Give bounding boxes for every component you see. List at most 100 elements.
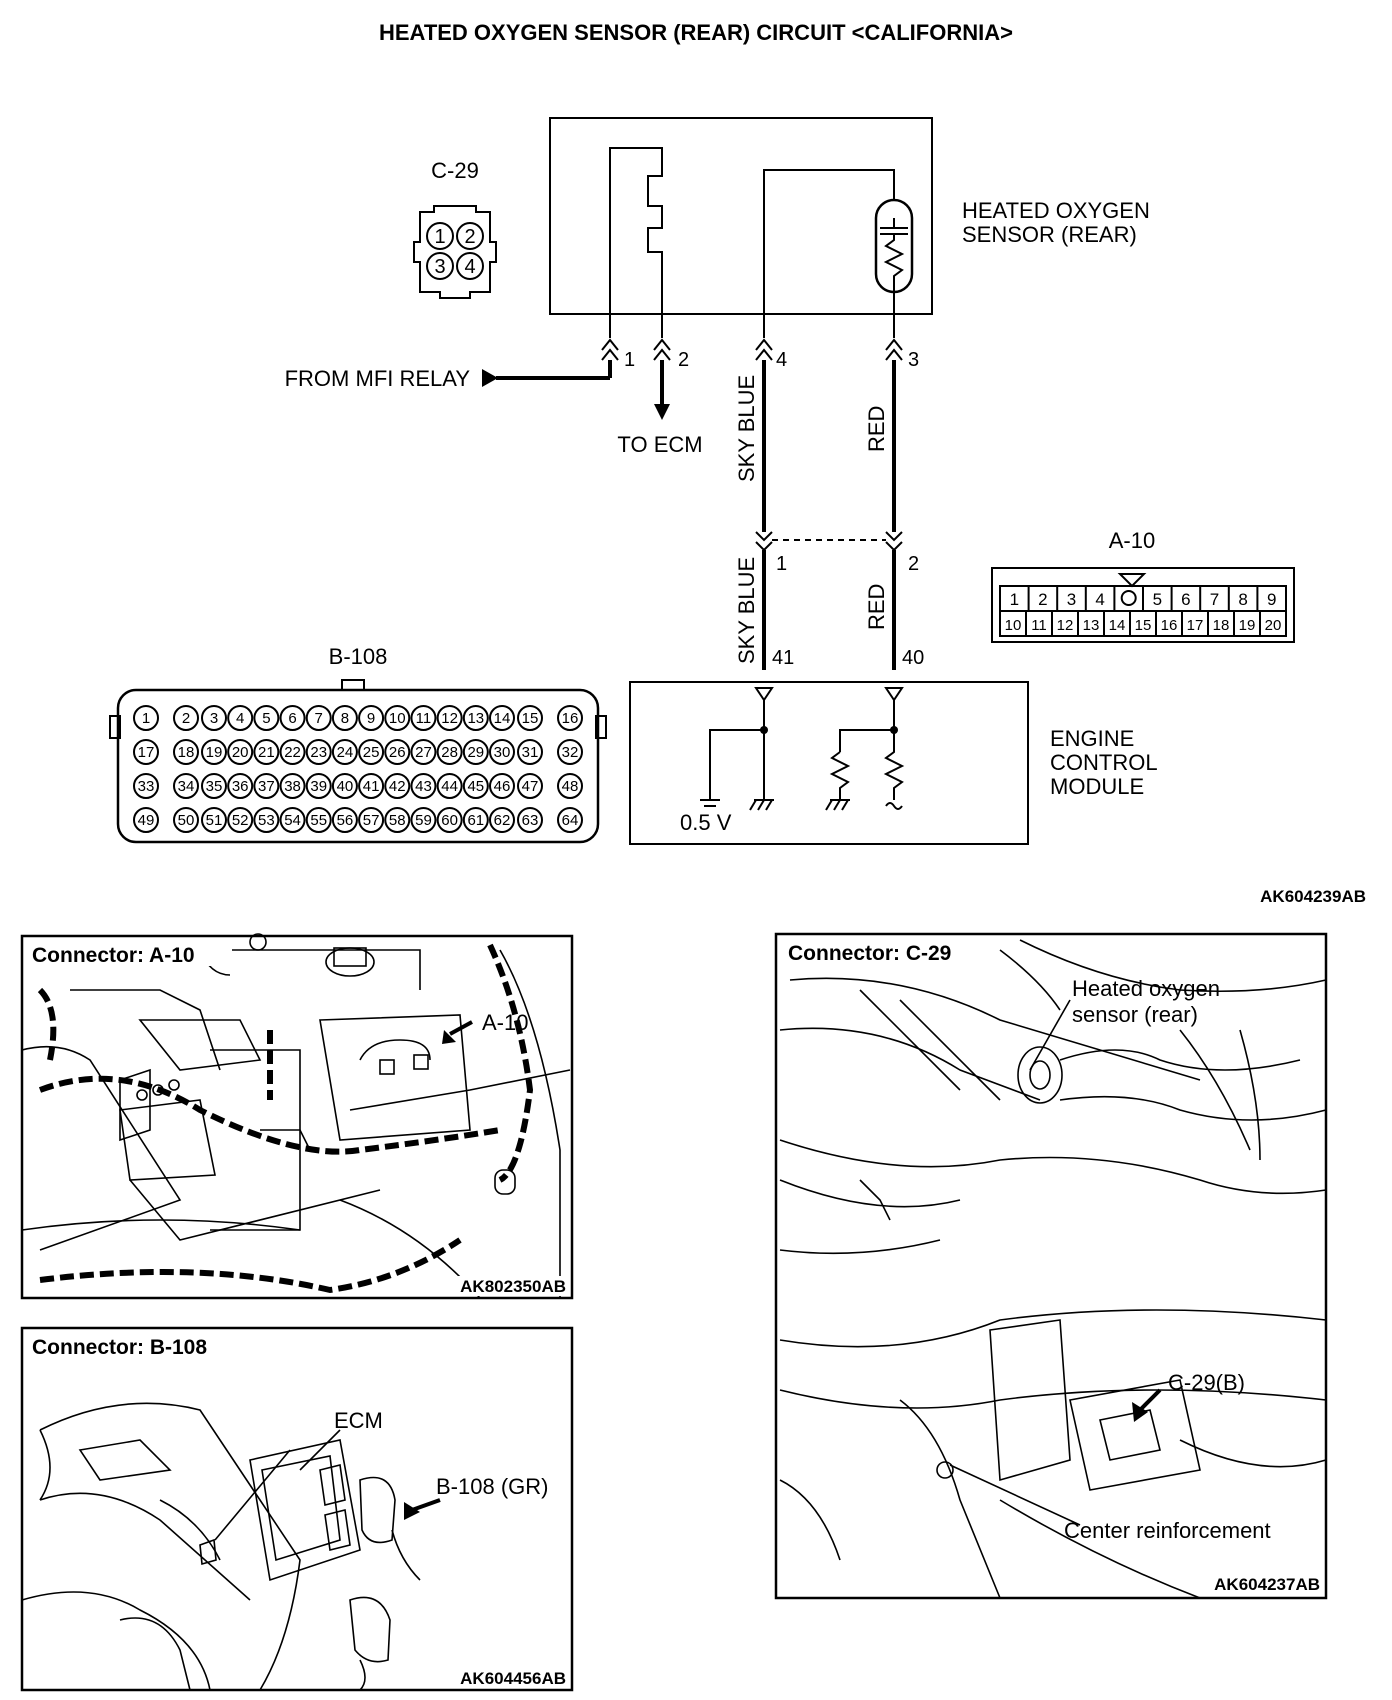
a10-cell-9: 9	[1267, 590, 1276, 609]
ecm-pin-40-label: 40	[902, 647, 924, 669]
diagram-title: HEATED OXYGEN SENSOR (REAR) CIRCUIT <CAL…	[379, 20, 1013, 45]
figure-code: AK604239AB	[1260, 887, 1366, 906]
b108-pin-circle	[557, 739, 583, 765]
b108-pin-circle	[462, 807, 489, 833]
b108-connector-label: B-108	[329, 644, 388, 669]
b108-pin-34: 34	[178, 778, 195, 795]
b108-pin-circle	[358, 705, 385, 731]
b108-pin-circle	[201, 773, 227, 799]
b108-pin-13: 13	[467, 710, 484, 727]
a10-pin-1-label: 1	[776, 553, 787, 575]
sensor-label-line2: SENSOR (REAR)	[962, 222, 1137, 247]
to-ecm-arrow-icon	[654, 404, 670, 420]
ecm-input-chevrons	[754, 687, 904, 702]
b108-pin-58: 58	[389, 812, 406, 829]
ecm-ground-icon-2	[825, 799, 850, 811]
b108-pin-40: 40	[337, 778, 354, 795]
a10-connector-label: A-10	[1109, 528, 1155, 553]
panel-connector-b108: ECM B-108 (GR) Connector: B-108 AK604456…	[20, 1326, 574, 1692]
b108-pin-27: 27	[415, 744, 432, 761]
c29-connector-label: C-29	[431, 158, 479, 183]
b108-panel-ecm-callout: ECM	[334, 1408, 383, 1433]
b108-pin-64: 64	[562, 812, 579, 829]
b108-pin-39: 39	[310, 778, 327, 795]
sensor-pin-1: 1	[624, 349, 635, 371]
a10-cell-6: 6	[1181, 590, 1190, 609]
b108-pin-circle	[489, 705, 515, 731]
b108-pin-12: 12	[441, 710, 458, 727]
a10-cell-20: 20	[1265, 617, 1282, 634]
sensor-box	[549, 117, 933, 315]
a10-cell-11: 11	[1031, 617, 1047, 634]
b108-pin-circle	[436, 773, 463, 799]
sensor-pin-3: 3	[908, 349, 919, 371]
b108-pin-11: 11	[416, 710, 432, 727]
panel-connector-c29: Heated oxygen sensor (rear) C-29(B) Cent…	[774, 932, 1328, 1600]
sensor-pin-4: 4	[776, 349, 787, 371]
b108-pin-19: 19	[206, 744, 223, 761]
b108-pin-circle	[517, 739, 543, 765]
b108-pin-circle	[279, 773, 306, 799]
b108-pin-29: 29	[467, 744, 484, 761]
mfi-relay-arrow-icon	[482, 369, 498, 387]
a10-cell-8: 8	[1238, 590, 1247, 609]
b108-pin-circle	[201, 807, 227, 833]
b108-pin-25: 25	[363, 744, 380, 761]
a10-cell-10: 10	[1005, 617, 1022, 634]
b108-pin-6: 6	[288, 710, 296, 727]
b108-pin-circle	[331, 807, 358, 833]
from-mfi-relay-label: FROM MFI RELAY	[285, 366, 471, 391]
b108-pin-circle	[305, 807, 332, 833]
ecm-resistor-a-icon	[829, 751, 851, 800]
b108-pin-49: 49	[138, 812, 155, 829]
b108-pin-63: 63	[522, 812, 539, 829]
b108-pin-54: 54	[284, 812, 301, 829]
c29-underbody-sketch	[779, 939, 1327, 1599]
a10-cell-18: 18	[1213, 617, 1230, 634]
b108-pin-circle	[227, 705, 254, 731]
c29-pin-4: 4	[464, 256, 475, 278]
b108-pin-5: 5	[262, 710, 270, 727]
b108-pin-circle	[253, 773, 280, 799]
b108-pin-9: 9	[367, 710, 375, 727]
b108-pin-4: 4	[236, 710, 244, 727]
b108-pin-circle	[462, 705, 489, 731]
b108-pin-2: 2	[182, 710, 190, 727]
b108-car-sketch	[21, 1402, 421, 1691]
b108-pin-41: 41	[363, 778, 380, 795]
b108-panel-title: Connector: B-108	[32, 1336, 207, 1359]
b108-pin-53: 53	[258, 812, 275, 829]
b108-pin-17: 17	[138, 744, 155, 761]
b108-pin-55: 55	[310, 812, 327, 829]
b108-pin-59: 59	[415, 812, 432, 829]
sensor-connector-chevrons	[601, 338, 903, 361]
b108-pin-circle	[410, 705, 437, 731]
b108-pin-3: 3	[210, 710, 218, 727]
c29-pin-2: 2	[464, 226, 475, 248]
b108-pin-16: 16	[562, 710, 579, 727]
b108-pin-8: 8	[341, 710, 349, 727]
b108-pin-61: 61	[467, 812, 484, 829]
b108-pin-circle	[410, 773, 437, 799]
sensor-lead	[763, 169, 895, 338]
b108-pin-21: 21	[258, 744, 275, 761]
b108-pin-circle	[133, 807, 159, 833]
b108-pin-circle	[331, 773, 358, 799]
ecm-pin-41-label: 41	[772, 647, 794, 669]
b108-pin-circle	[133, 739, 159, 765]
b108-pin-32: 32	[562, 744, 579, 761]
a10-connector-chevrons	[755, 531, 903, 552]
a10-cell-15: 15	[1135, 617, 1152, 634]
b108-pin-circle	[253, 739, 280, 765]
b108-pin-43: 43	[415, 778, 432, 795]
a10-cell-13: 13	[1083, 617, 1100, 634]
a10-cell-5: 5	[1153, 590, 1162, 609]
b108-pin-51: 51	[206, 812, 223, 829]
c29-panel-sensor-callout-line1: Heated oxygen	[1072, 976, 1220, 1001]
b108-pin-26: 26	[389, 744, 406, 761]
c29-panel-sensor-callout-line2: sensor (rear)	[1072, 1002, 1198, 1027]
a10-pin-2-label: 2	[908, 553, 919, 575]
c29-panel-reinforcement-callout: Center reinforcement	[1064, 1518, 1271, 1543]
